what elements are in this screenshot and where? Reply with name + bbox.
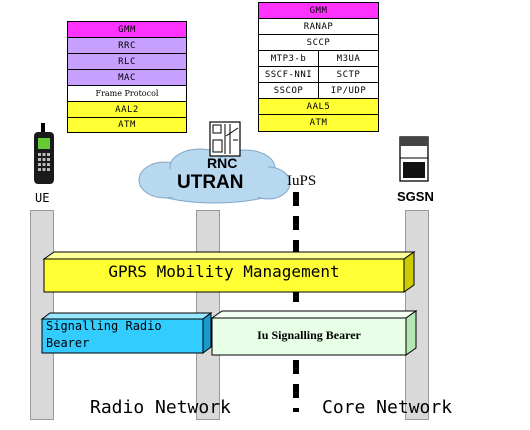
- core-network-label: Core Network: [322, 397, 453, 418]
- radio-network-label: Radio Network: [90, 397, 231, 418]
- sgsn-layer-atm: ATM: [258, 114, 379, 132]
- utran-label: UTRAN: [177, 172, 244, 193]
- ue-label: UE: [35, 191, 50, 205]
- mobile-phone-icon: [34, 123, 54, 184]
- sgsn-protocol-stack: GMM RANAP SCCP MTP3-b M3UA SSCF-NNI SCTP…: [258, 2, 379, 132]
- sgsn-label: SGSN: [397, 189, 434, 204]
- iups-label: IuPS: [287, 173, 317, 189]
- rnc-equipment-icon: [209, 121, 241, 157]
- ue-layer-atm: ATM: [67, 117, 187, 133]
- srb-bar-shape: [40, 312, 213, 354]
- utran-cloud-icon: [138, 148, 291, 204]
- iu-bar-shape: [210, 310, 418, 356]
- sgsn-server-icon: [399, 136, 429, 182]
- ue-protocol-stack: GMM RRC RLC MAC Frame Protocol AAL2 ATM: [67, 21, 187, 133]
- gmm-bar-label: GPRS Mobility Management: [108, 262, 340, 281]
- gmm-bar-shape: [42, 251, 416, 293]
- iu-bar-label: Iu Signalling Bearer: [257, 328, 361, 342]
- srb-bar-label: Signalling Radio Bearer: [46, 319, 162, 350]
- rnc-label: RNC: [207, 155, 238, 171]
